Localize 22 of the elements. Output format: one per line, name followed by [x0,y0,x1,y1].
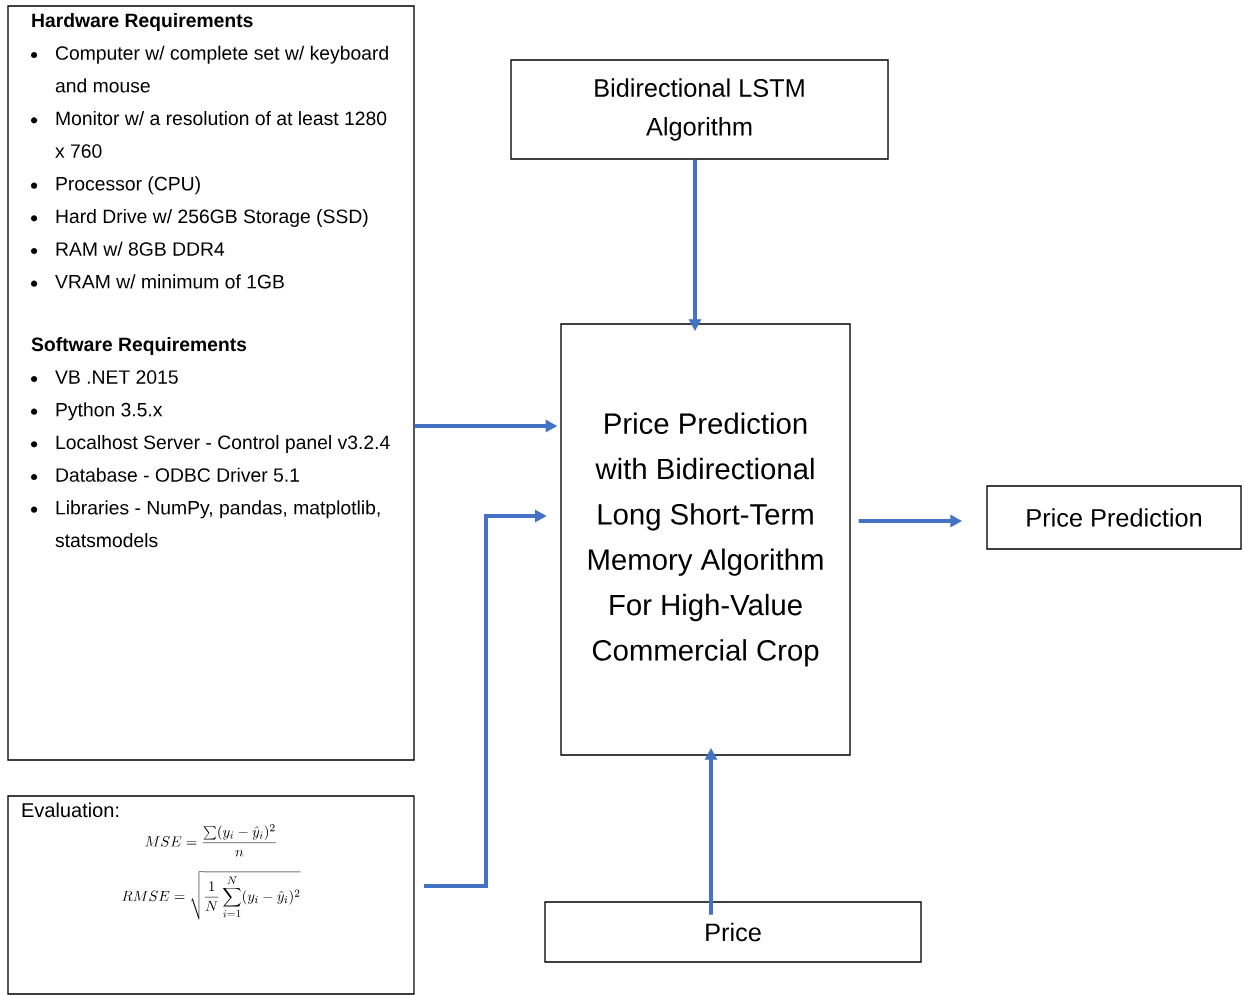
list-item: Python 3.5.x [56,402,163,421]
list-item: Database - ODBC Driver 5.1 [56,467,299,482]
list-item: Monitor w/ a resolution of at least 1280 x 760 [55,111,387,158]
section-heading: Software Requirements [31,337,247,356]
list-item: Computer w/ complete set w/ keyboard and mouse [55,45,388,93]
section-heading: Hardware Requirements [32,13,253,32]
process-box: Bidirectional LSTM Algorithm [510,59,889,160]
box-heading: Evaluation: [22,802,119,818]
formula: $RMSE = \sqrt{\frac{1}{N}\sum_{i=1}^{N}(y_i-\hat{y}_i)^2}$ [122,871,301,920]
list-item: VB .NET 2015 [55,370,178,384]
input-box: Price [544,901,922,963]
output-box: Price Prediction [986,485,1242,550]
evaluation-box [7,795,415,995]
formula: $MSE = \frac{\sum(y_i-\hat{y}_i)^2}{n}$ [145,824,276,857]
requirements-box [7,5,415,761]
list-item: Libraries - NumPy, pandas, matplotlib, statsmodels [55,500,380,548]
list-item: VRAM w/ minimum of 1GB [55,274,284,289]
list-item: RAM w/ 8GB DDR4 [56,241,225,256]
process-box: Price Prediction with Bidirectional Long Short-Term Memory Algorithm For High-Value Commercial Crop [560,323,851,756]
list-item: Processor (CPU) [56,176,200,195]
list-item: Hard Drive w/ 256GB Storage (SSD) [56,209,368,228]
list-item: Localhost Server - Control panel v3.2.4 [56,435,390,454]
